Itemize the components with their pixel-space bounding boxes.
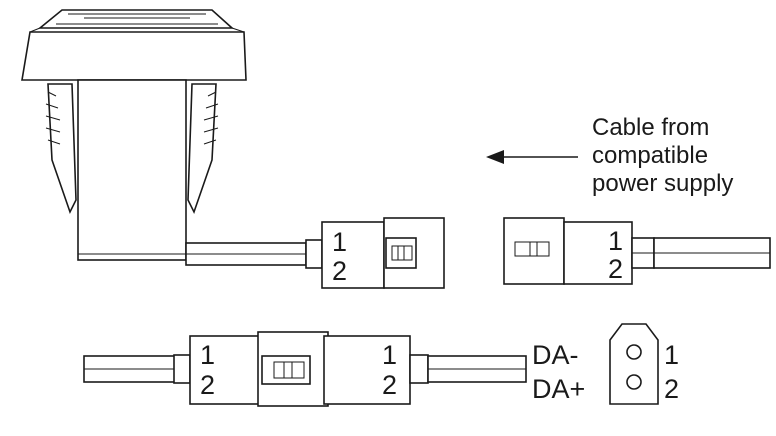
pinout-number-bottom: 2	[664, 374, 679, 404]
mated-right-pin-bottom: 2	[382, 370, 397, 400]
arrow-left-icon	[486, 150, 578, 164]
supply-plug-pin-bottom: 2	[608, 254, 623, 284]
device-housing-icon	[21, 9, 247, 261]
device-cable	[185, 239, 323, 269]
pinout-legend: DA- DA+ 1 2	[532, 323, 679, 405]
device-plug-pin-bottom: 2	[332, 256, 347, 286]
mated-right-pin-top: 1	[382, 340, 397, 370]
pinout-connector-face	[609, 323, 659, 405]
pin-1-hole	[626, 344, 642, 360]
pin-2-hole	[626, 374, 642, 390]
mated-left-cable	[83, 354, 191, 384]
mated-left-pin-top: 1	[200, 340, 215, 370]
caption-line-1: Cable from	[592, 114, 710, 141]
device-plug-pin-top: 1	[332, 227, 347, 257]
caption-line-3: power supply	[592, 170, 734, 197]
supply-plug-connector: 1 2	[503, 217, 633, 285]
caption-line-2: compatible	[592, 142, 709, 169]
signal-label-bottom: DA+	[532, 374, 585, 404]
pinout-number-top: 1	[664, 340, 679, 370]
mated-left-pin-bottom: 2	[200, 370, 215, 400]
cable-caption: Cable from compatible power supply	[592, 114, 772, 198]
mated-right-cable	[409, 354, 527, 384]
supply-cable	[631, 237, 771, 269]
signal-label-top: DA-	[532, 340, 579, 370]
supply-plug-pin-top: 1	[608, 226, 623, 256]
mated-connector-pair: 1 2 1 2	[189, 331, 411, 407]
device-plug-connector: 1 2	[321, 217, 445, 289]
